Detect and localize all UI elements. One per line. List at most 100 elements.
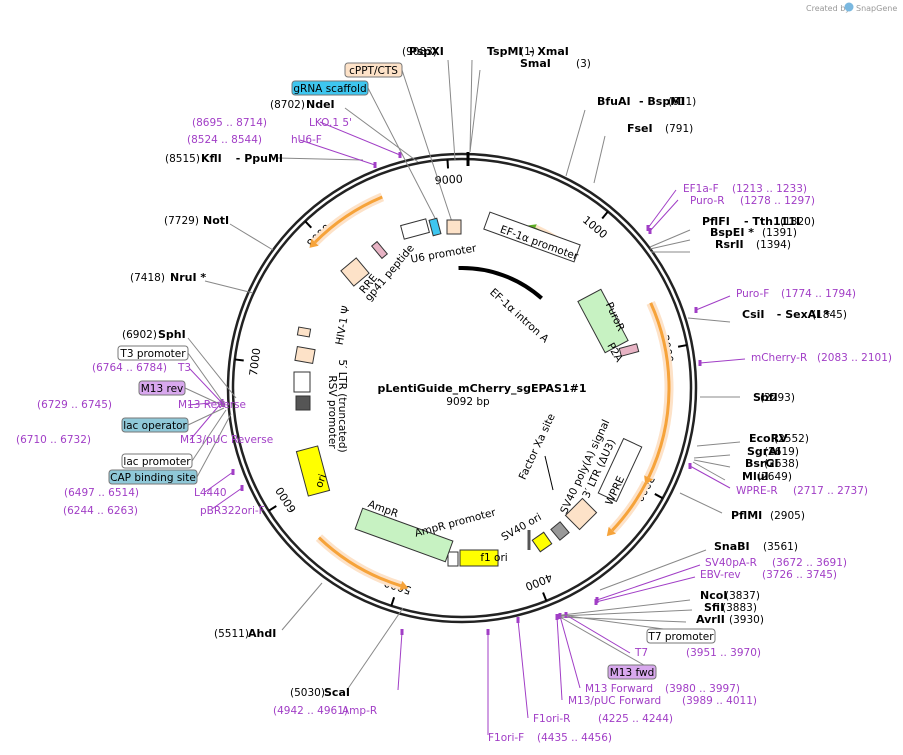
site-ecorv-name: EcoRV [749,432,788,445]
box-cap-label: CAP binding site [110,472,196,484]
primer-wprer-leader [689,465,731,489]
box-t3prom-label: T3 promoter [119,348,186,360]
primer-m13rev2-name: M13 Reverse [178,399,246,411]
primer-ampr-name: Amp-R [342,705,377,717]
ori-label: ori [313,472,329,489]
box-t7prom-label: T7 promoter [647,631,714,643]
fxa-label: Factor Xa site [517,412,558,482]
site-scai-leader [346,607,404,691]
primer-t3p-pos: (6764 .. 6784) [92,362,167,374]
puror-feature-arrow [577,288,629,354]
primer-puror-pos: (1278 .. 1297) [740,195,815,207]
box-lacprom [121,453,193,469]
site-ecorv-pos: (2552) [774,433,809,445]
primer-m13rev2-pos: (6729 .. 6745) [37,399,112,411]
primer-lko-pos: (8695 .. 8714) [192,117,267,129]
primer-ebvrev-name: EBV-rev [700,569,741,581]
box-cap-leader [196,413,232,478]
p2a-label: P2A [604,341,625,365]
site-pflfi-name: PflFI [702,215,730,228]
primer-l4440-leader [204,471,234,493]
site-noti-pos: (7729) [164,215,199,227]
snapgene-logo-icon [844,2,854,12]
site-sfii-leader [559,609,693,617]
site-bsrgi-leader [693,459,731,468]
ltr5-label: 5′ LTR (truncated) [336,359,348,452]
primer-m13pucr-name: M13/pUC Reverse [180,434,273,446]
ori-feature-arrow [295,445,331,497]
site-bfuai-name2: - BspMI [639,95,685,108]
site-mlui-pos: (2649) [757,471,792,483]
site-ahdi-name: AhdI [248,627,276,640]
site-nrui-leader [204,280,254,294]
box-grna [291,80,369,96]
p2a-feature-box [618,343,640,357]
box-t3prom-leader [187,352,226,406]
primer-m13pucr-leader [189,401,223,441]
site-smai-name: SmaI [520,57,551,70]
primer-wprer-mark [688,463,692,469]
f1ori-feature-arrow [459,549,499,567]
factor-xa-mark [544,455,554,491]
ef1a-promoter-arrow [483,211,581,263]
box-cppt-leader [401,69,453,223]
box-m13rev [138,380,186,396]
primer-lko-leader [319,121,401,156]
wpre-outer-arrowhead [644,475,654,485]
site-csii-pos: (1845) [812,309,847,321]
site-sgrai-leader [693,454,731,459]
rre-feature-box [340,257,370,287]
site-sphi-name: SphI [158,328,186,341]
site-snabi-pos: (3561) [763,541,798,553]
site-fsei-name: FseI [627,122,653,135]
primer-wprer-pos: (2717 .. 2737) [793,485,868,497]
site-tspmi-name: TspMI [487,45,523,58]
created-by-label: Created by [806,4,850,13]
site-pflmi-name: PflMI [731,509,762,522]
amp-outer-arrowhead [399,580,409,591]
primer-pbr-pos: (6244 .. 6263) [63,505,138,517]
primer-ebvrev-pos: (3726 .. 3745) [762,569,837,581]
site-rsrii-pos: (1394) [756,239,791,251]
primer-f1orif-name: F1ori-F [488,732,524,744]
primer-purof-leader [695,295,731,311]
primer-hu6-mark [373,162,377,168]
tick-4000: 4000 [523,571,554,593]
primer-mcherryr-name: mCherry-R [751,352,807,364]
site-csii-name: CsiI [742,308,764,321]
primer-mcherryr-mark [698,360,702,366]
site-ecorv-leader [696,441,741,447]
rsv-promoter-arrow [293,371,311,393]
u6-promoter-arrow [400,218,430,240]
primer-purof-pos: (1774 .. 1794) [781,288,856,300]
u6-promoter-label: U6 promoter [410,242,478,265]
primer-sv40par-name: SV40pA-R [705,557,757,569]
primer-ef1af-mark [646,225,650,231]
primer-pbr-mark [240,485,244,491]
wpre-outer-arc [647,302,671,479]
primer-t7-leader [565,614,631,654]
primer-t7-mark [564,612,568,618]
site-ncoi-pos: (3837) [725,590,760,602]
box-lacop-leader [187,407,225,426]
amp-outer-arc-glow [315,534,403,591]
primer-pbr-leader [211,487,243,510]
site-pflfi-name2: - Tth111I [744,215,800,228]
site-ncoi-name: NcoI [700,589,727,602]
u6-outer-arc [314,195,383,244]
box-m13fwdbox [607,664,657,680]
primer-hu6-pos: (8524 .. 8544) [187,134,262,146]
box-m13fwdbox-leader [559,616,657,673]
box-t3prom [117,345,189,361]
f1ori-label: f1 ori [480,552,507,564]
site-sgrai-pos: (2619) [764,446,799,458]
site-fsei-pos: (791) [665,123,693,135]
primer-lko-name: LKO.1 5' [309,117,352,129]
ampr-promoter-arrow [447,551,459,567]
primer-t7-pos: (3951 .. 3970) [686,647,761,659]
site-ncoi-leader [561,599,691,616]
site-nrui-name: NruI * [170,271,206,284]
primer-ebvrev-mark [594,599,598,605]
ef1a-intron-label: EF-1α intron A [487,286,551,345]
